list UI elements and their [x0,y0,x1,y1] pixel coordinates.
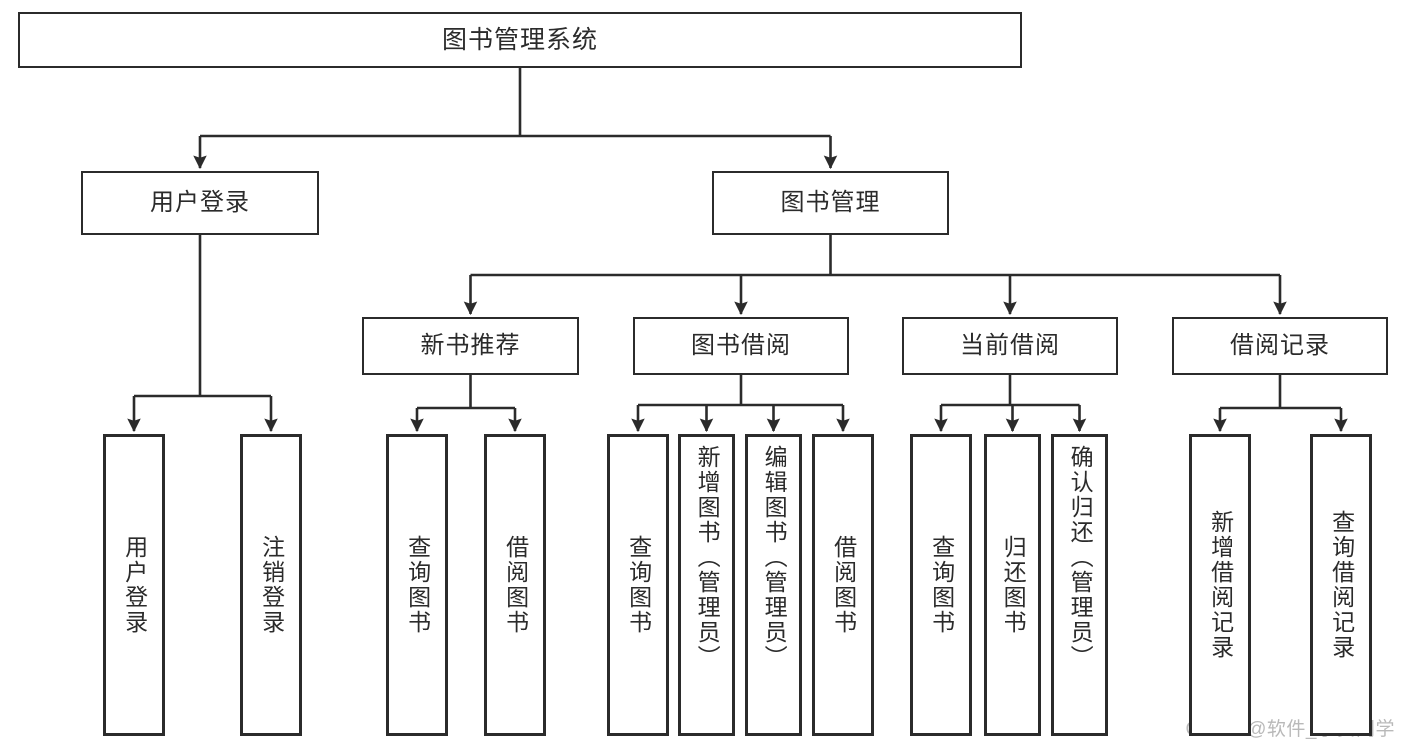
node-label: 图书借阅 [691,332,791,359]
node-leaf-return-book[interactable]: 归还图书 [984,434,1041,736]
node-leaf-borrow-book[interactable]: 借阅图书 [812,434,874,736]
node-label: 借阅图书 [830,535,857,635]
node-label: 新书推荐 [420,332,521,359]
node-label: 查询图书 [404,535,431,635]
node-book-borrow[interactable]: 图书借阅 [633,317,849,375]
node-label: 新增借阅记录 [1207,510,1234,660]
node-leaf-query-book-borrow[interactable]: 查询图书 [607,434,669,736]
node-root[interactable]: 图书管理系统 [18,12,1022,68]
node-label: 新增图书（管理员） [694,445,721,670]
node-label: 查询图书 [928,535,955,635]
node-borrow-record[interactable]: 借阅记录 [1172,317,1388,375]
node-label: 图书管理系统 [441,25,598,54]
node-leaf-user-login[interactable]: 用户登录 [103,434,165,736]
node-label: 借阅图书 [502,535,529,635]
node-label: 编辑图书（管理员） [761,445,788,670]
node-label: 注销登录 [258,535,285,635]
node-leaf-query-book-rec[interactable]: 查询图书 [386,434,448,736]
node-leaf-logout[interactable]: 注销登录 [240,434,302,736]
node-label: 用户登录 [150,189,250,216]
node-label: 图书管理 [780,189,881,216]
node-leaf-confirm-return[interactable]: 确认归还（管理员） [1051,434,1108,736]
node-label: 当前借阅 [960,332,1060,359]
node-leaf-query-record[interactable]: 查询借阅记录 [1310,434,1372,736]
node-leaf-query-book-cur[interactable]: 查询图书 [910,434,972,736]
node-leaf-add-record[interactable]: 新增借阅记录 [1189,434,1251,736]
node-label: 查询借阅记录 [1328,510,1355,660]
node-leaf-add-book[interactable]: 新增图书（管理员） [678,434,735,736]
node-label: 借阅记录 [1230,332,1330,359]
node-leaf-edit-book[interactable]: 编辑图书（管理员） [745,434,802,736]
node-new-book-rec[interactable]: 新书推荐 [362,317,579,375]
node-current-borrow[interactable]: 当前借阅 [902,317,1118,375]
node-leaf-borrow-book-rec[interactable]: 借阅图书 [484,434,546,736]
node-book-manage[interactable]: 图书管理 [712,171,949,235]
node-label: 归还图书 [1000,535,1027,635]
node-label: 确认归还（管理员） [1067,445,1094,670]
node-label: 查询图书 [625,535,652,635]
node-label: 用户登录 [121,535,148,635]
node-user-login[interactable]: 用户登录 [81,171,319,235]
